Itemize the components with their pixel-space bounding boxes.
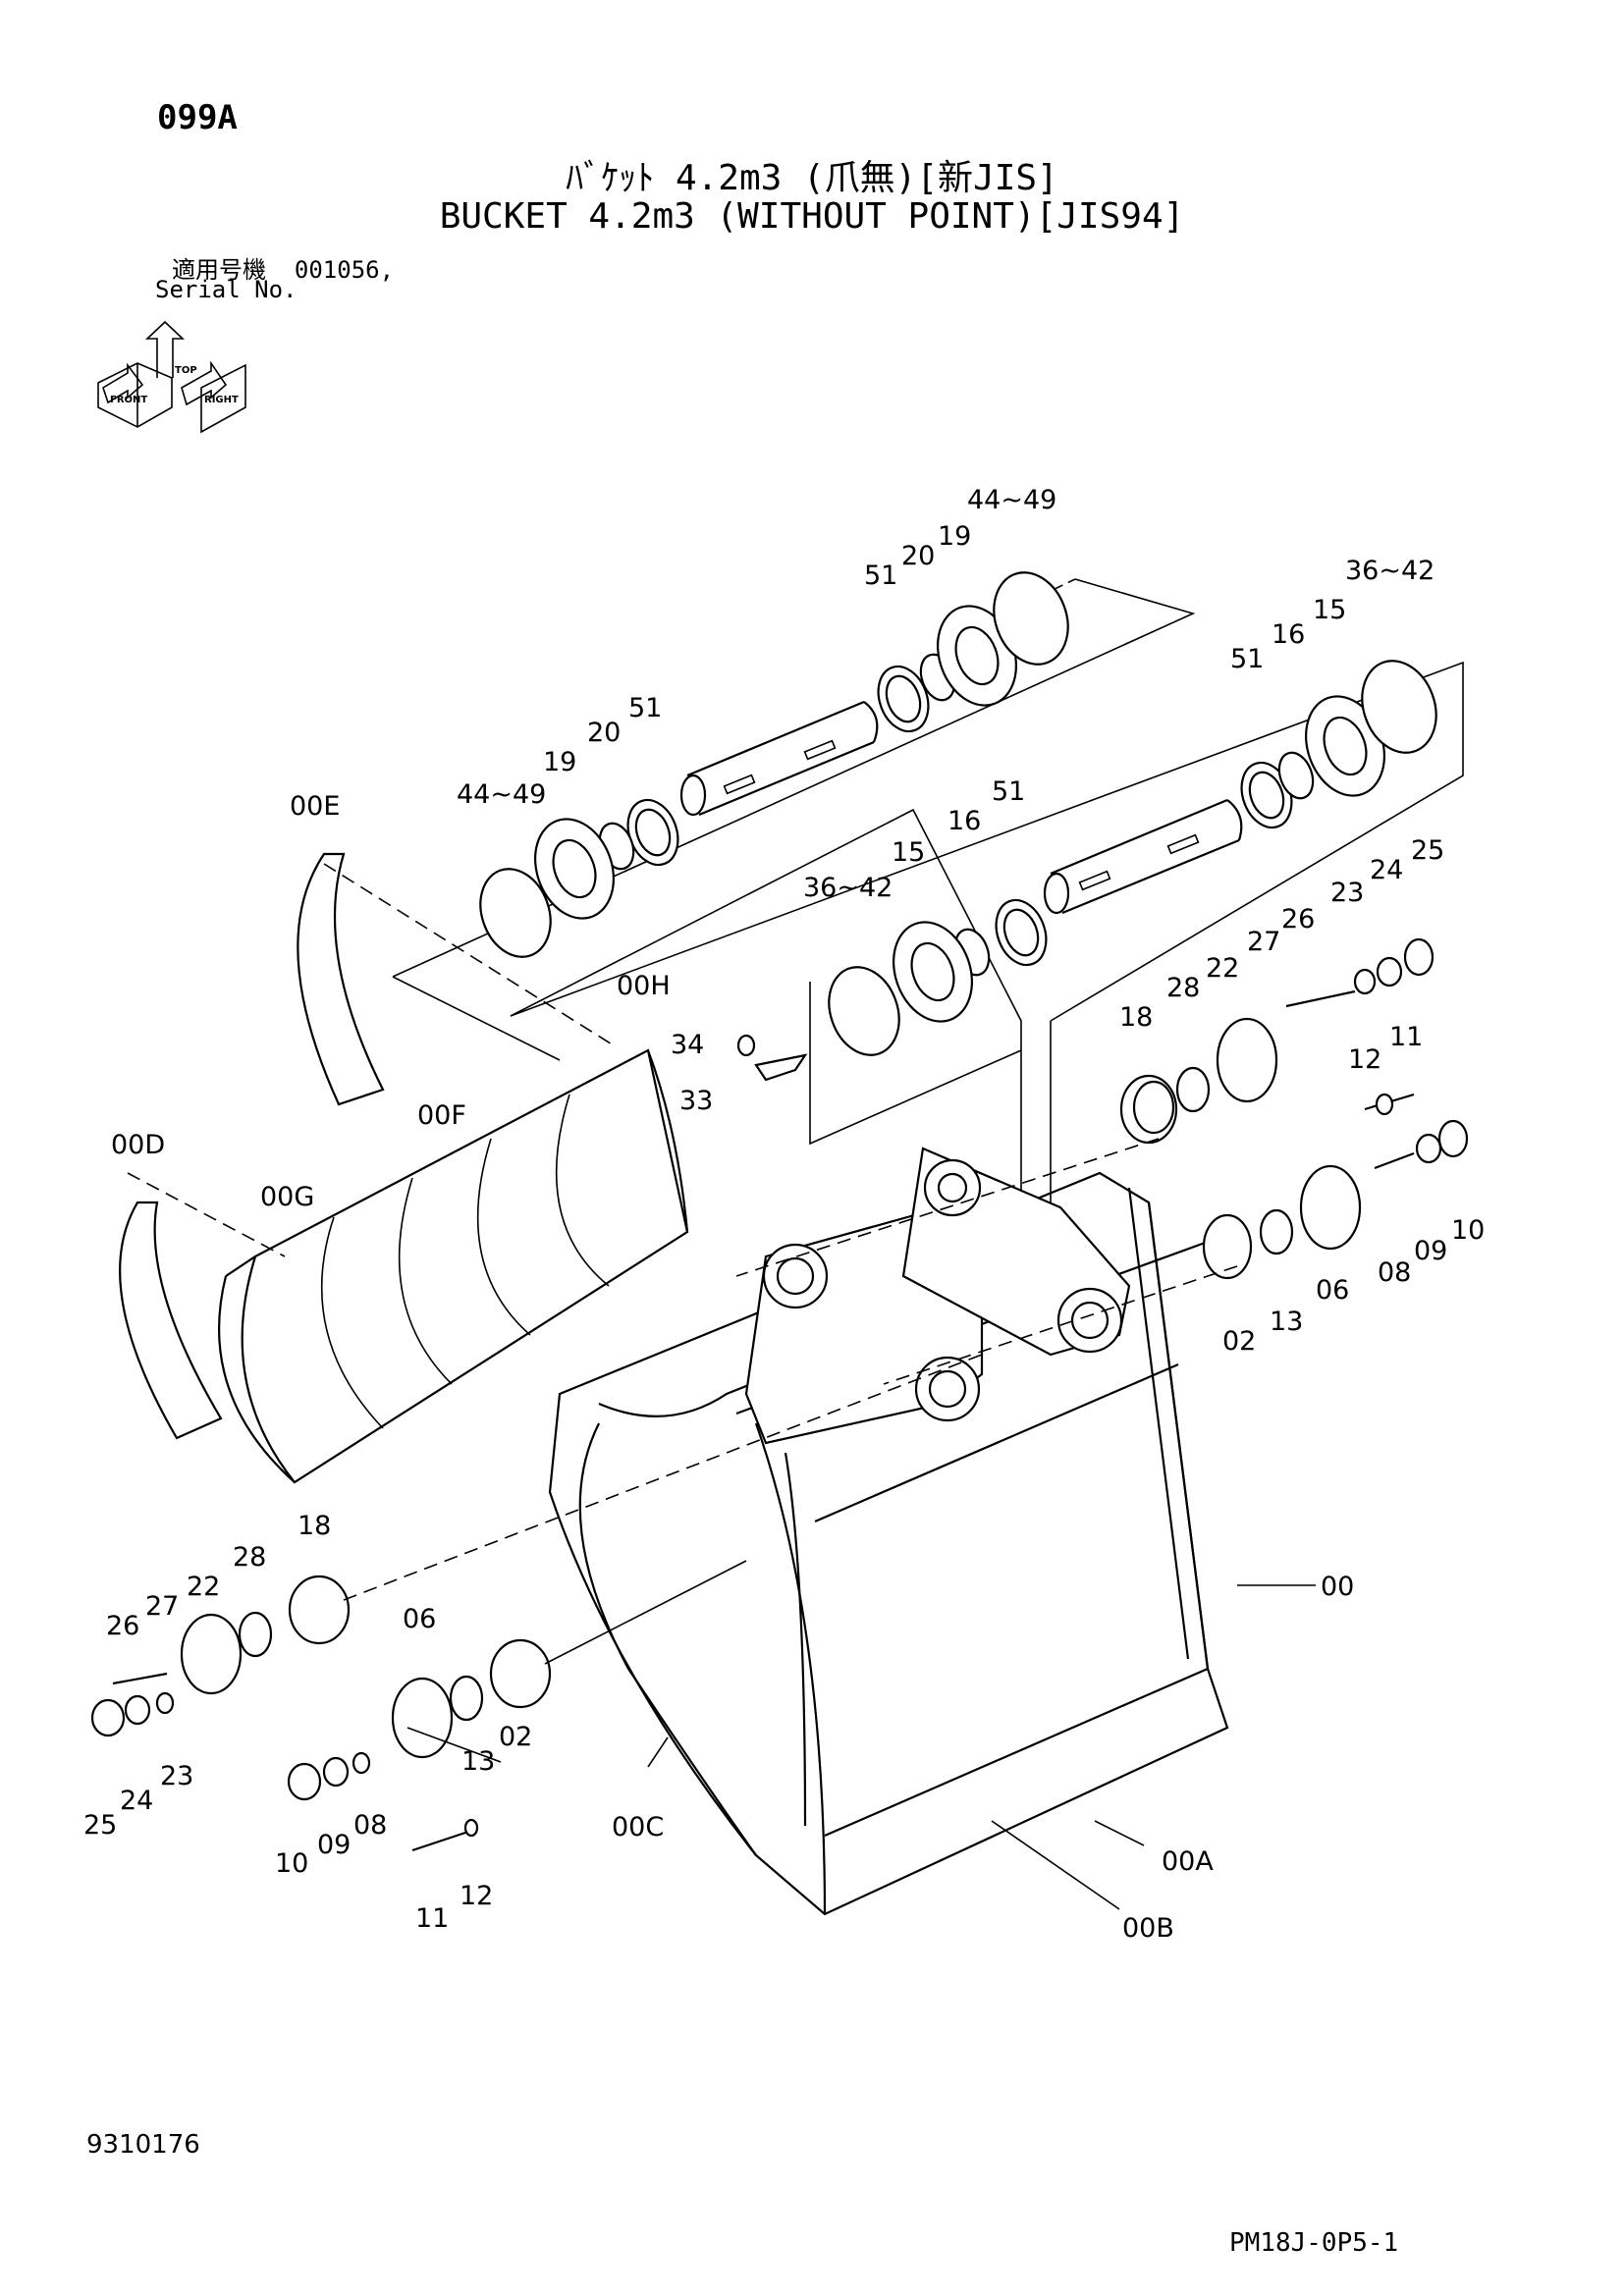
callout-25: 25 <box>1411 835 1444 866</box>
lower-right-pin-assembly <box>510 660 1464 1345</box>
callout-11: 11 <box>1389 1022 1423 1052</box>
callout-23: 23 <box>160 1761 193 1791</box>
callout-33: 33 <box>679 1086 713 1116</box>
serial-value: 001056, <box>294 256 395 284</box>
callout-13: 13 <box>461 1746 495 1777</box>
callout-06: 06 <box>1316 1275 1349 1306</box>
sheet-reference: PM18J-0P5-1 <box>1229 2228 1399 2258</box>
callout-51: 51 <box>628 693 662 723</box>
callout-24: 24 <box>120 1786 153 1816</box>
callout-24: 24 <box>1370 855 1403 885</box>
callout-12: 12 <box>1348 1044 1381 1075</box>
callout-44-49-left: 44~49 <box>457 779 546 810</box>
callout-12: 12 <box>460 1881 493 1911</box>
callout-26: 26 <box>1281 904 1315 934</box>
callout-10: 10 <box>275 1848 308 1879</box>
callout-15: 15 <box>1313 595 1346 625</box>
callout-51: 51 <box>1230 644 1264 674</box>
wear-plates-00F-00G <box>127 863 689 1484</box>
callout-15: 15 <box>892 837 925 868</box>
orientation-top-label: TOP <box>175 365 197 376</box>
callout-00C: 00C <box>612 1812 664 1842</box>
callout-23: 23 <box>1330 878 1364 908</box>
callout-00: 00 <box>1321 1572 1354 1602</box>
callout-25: 25 <box>83 1810 117 1841</box>
callout-28: 28 <box>233 1542 266 1573</box>
serial-number-line: 適用号機 001056, <box>172 250 394 285</box>
callout-00F: 00F <box>417 1100 466 1131</box>
callout-27: 27 <box>1247 927 1280 957</box>
callout-00D: 00D <box>111 1130 165 1160</box>
callout-18: 18 <box>1119 1002 1153 1033</box>
callout-27: 27 <box>145 1591 179 1622</box>
leader-lines <box>647 1584 1316 1910</box>
callout-44-49-top: 44~49 <box>967 485 1056 515</box>
bucket-body-00 <box>548 1147 1229 1916</box>
callout-00E: 00E <box>290 791 340 822</box>
callout-36-42-mid: 36~42 <box>803 873 893 903</box>
upper-left-pin-assembly <box>392 571 1196 1061</box>
callout-36-42-top: 36~42 <box>1345 556 1435 586</box>
callout-20: 20 <box>901 541 935 571</box>
serial-label-english: Serial No. <box>155 276 298 303</box>
callout-labels: 44~49 51 20 19 36~42 51 16 15 00E 44~49 … <box>83 485 1485 1944</box>
serial-label-japanese: 適用号機 <box>172 256 266 284</box>
callout-19: 19 <box>543 747 576 777</box>
callout-09: 09 <box>317 1830 351 1860</box>
callout-09: 09 <box>1414 1236 1447 1266</box>
callout-22: 22 <box>1206 953 1239 984</box>
side-plate-00E <box>297 852 385 1106</box>
callout-16: 16 <box>947 806 981 836</box>
callout-11: 11 <box>415 1903 449 1934</box>
callout-16: 16 <box>1272 619 1305 650</box>
title-english: BUCKET 4.2m3 (WITHOUT POINT)[JIS94] <box>439 196 1185 237</box>
callout-18: 18 <box>298 1511 331 1541</box>
callout-51: 51 <box>992 776 1025 807</box>
callout-08: 08 <box>1378 1257 1411 1288</box>
callout-00H: 00H <box>617 971 671 1001</box>
callout-51: 51 <box>864 561 897 591</box>
orientation-arrows-icon: FRONT TOP RIGHT <box>97 320 246 434</box>
page-code: 099A <box>157 98 238 137</box>
title-japanese: ﾊﾞｹｯﾄ 4.2m3 (爪無)[新JIS] <box>566 158 1058 198</box>
orientation-front-label: FRONT <box>110 395 147 405</box>
callout-19: 19 <box>938 521 971 552</box>
orientation-right-label: RIGHT <box>204 395 239 405</box>
callout-34: 34 <box>671 1030 704 1060</box>
callout-02: 02 <box>499 1722 532 1752</box>
callout-06: 06 <box>403 1604 436 1634</box>
callout-20: 20 <box>587 718 621 748</box>
callout-08: 08 <box>353 1810 387 1841</box>
callout-22: 22 <box>187 1572 220 1602</box>
callout-10: 10 <box>1451 1215 1485 1246</box>
side-plate-00D <box>119 1201 223 1440</box>
right-side-hardware <box>735 937 1469 1385</box>
callout-02: 02 <box>1222 1326 1256 1357</box>
callout-13: 13 <box>1270 1307 1303 1337</box>
callout-26: 26 <box>106 1611 139 1641</box>
left-side-hardware <box>90 1354 983 1852</box>
drawing-number: 9310176 <box>86 2130 200 2160</box>
callout-28: 28 <box>1166 973 1200 1003</box>
callout-00A: 00A <box>1162 1846 1214 1877</box>
callout-00G: 00G <box>260 1182 314 1212</box>
callout-00B: 00B <box>1122 1913 1174 1944</box>
